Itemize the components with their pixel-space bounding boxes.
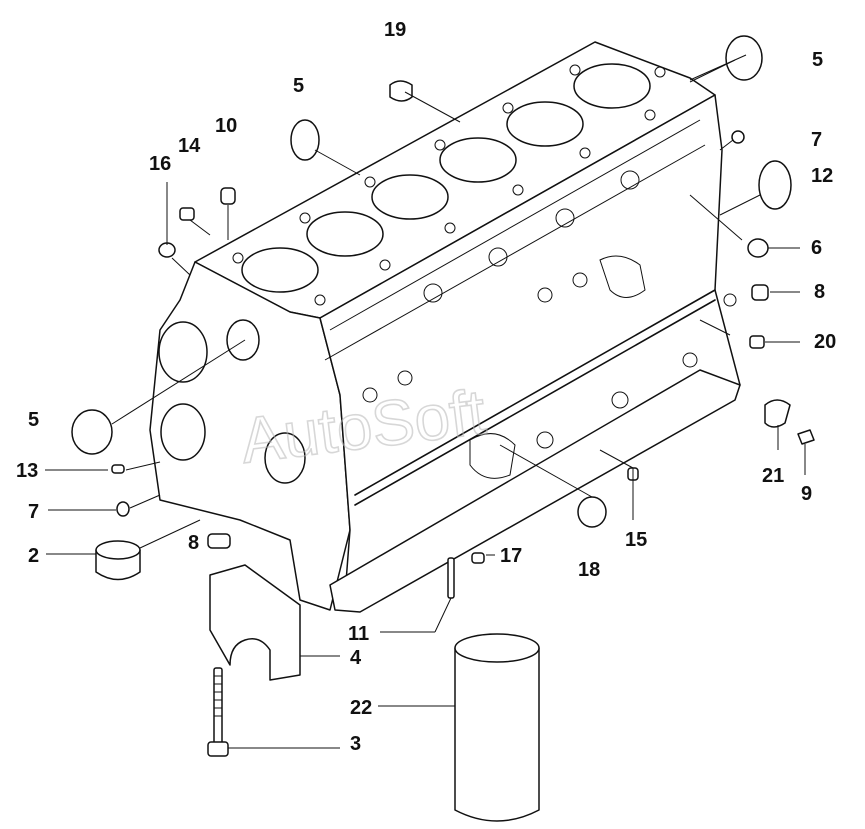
callout-4: 4: [350, 647, 362, 669]
callout-19: 19: [384, 19, 406, 41]
callout-3: 3: [350, 733, 361, 755]
cap-part-5-top: [725, 35, 763, 81]
side-bosses: [362, 170, 737, 479]
callout-8-right: 8: [814, 281, 825, 303]
cylinder-bores: [241, 63, 651, 293]
front-face-bores: [158, 319, 306, 484]
callout-5-upper: 5: [293, 75, 304, 97]
callout-13: 13: [16, 460, 38, 482]
callout-14: 14: [178, 135, 201, 157]
callout-22: 22: [350, 697, 372, 719]
callout-5-left: 5: [28, 409, 39, 431]
callout-12: 12: [811, 165, 833, 187]
plug-part-16: [158, 242, 176, 258]
bearing-cap-part-4: [209, 564, 301, 681]
callout-5-top-right: 5: [812, 49, 823, 71]
ring-part-7-left: [116, 501, 130, 517]
callout-18: 18: [578, 559, 600, 581]
plug-part-17: [471, 552, 485, 564]
plug-part-7-right: [731, 130, 745, 144]
callout-labels: 19 5 5 10 14 16 7 12 6 8 20 5 13 7 2 8 2…: [16, 19, 836, 755]
disc-part-12: [758, 160, 792, 210]
plug-part-14: [179, 207, 195, 221]
valve-part-21: [764, 399, 791, 428]
callout-6: 6: [811, 237, 822, 259]
callout-20: 20: [814, 331, 836, 353]
dowel-part-11: [447, 557, 455, 599]
cylinder-liner-part-22: [454, 633, 540, 822]
cap-part-5-upper: [290, 119, 320, 161]
loose-parts: [71, 35, 815, 822]
cap-part-5-left: [71, 409, 113, 455]
callout-7-right: 7: [811, 129, 822, 151]
callout-11: 11: [348, 623, 369, 645]
bolt-part-3: [207, 667, 229, 757]
callout-7-left: 7: [28, 501, 39, 523]
pin-part-13: [111, 464, 125, 474]
callout-2: 2: [28, 545, 39, 567]
leader-lines: [45, 54, 806, 749]
cup-plug-part-6: [747, 238, 769, 258]
plug-part-8-left: [207, 533, 231, 549]
cylinder-block: [149, 41, 741, 613]
deck-bolt-holes: [232, 64, 666, 306]
plug-part-8-right: [751, 284, 769, 301]
callout-16: 16: [149, 153, 171, 175]
plug-part-10: [220, 187, 236, 205]
ring-part-18: [577, 496, 607, 528]
callout-10: 10: [215, 115, 237, 137]
plug-part-19: [389, 80, 413, 102]
callout-8-left: 8: [188, 532, 199, 554]
screw-part-20: [749, 335, 765, 349]
block-pan-rail: [329, 369, 741, 613]
callout-17: 17: [500, 545, 522, 567]
bolt-part-9: [797, 429, 815, 445]
callout-15: 15: [625, 529, 647, 551]
callout-9: 9: [801, 483, 812, 505]
callout-21: 21: [762, 465, 784, 487]
